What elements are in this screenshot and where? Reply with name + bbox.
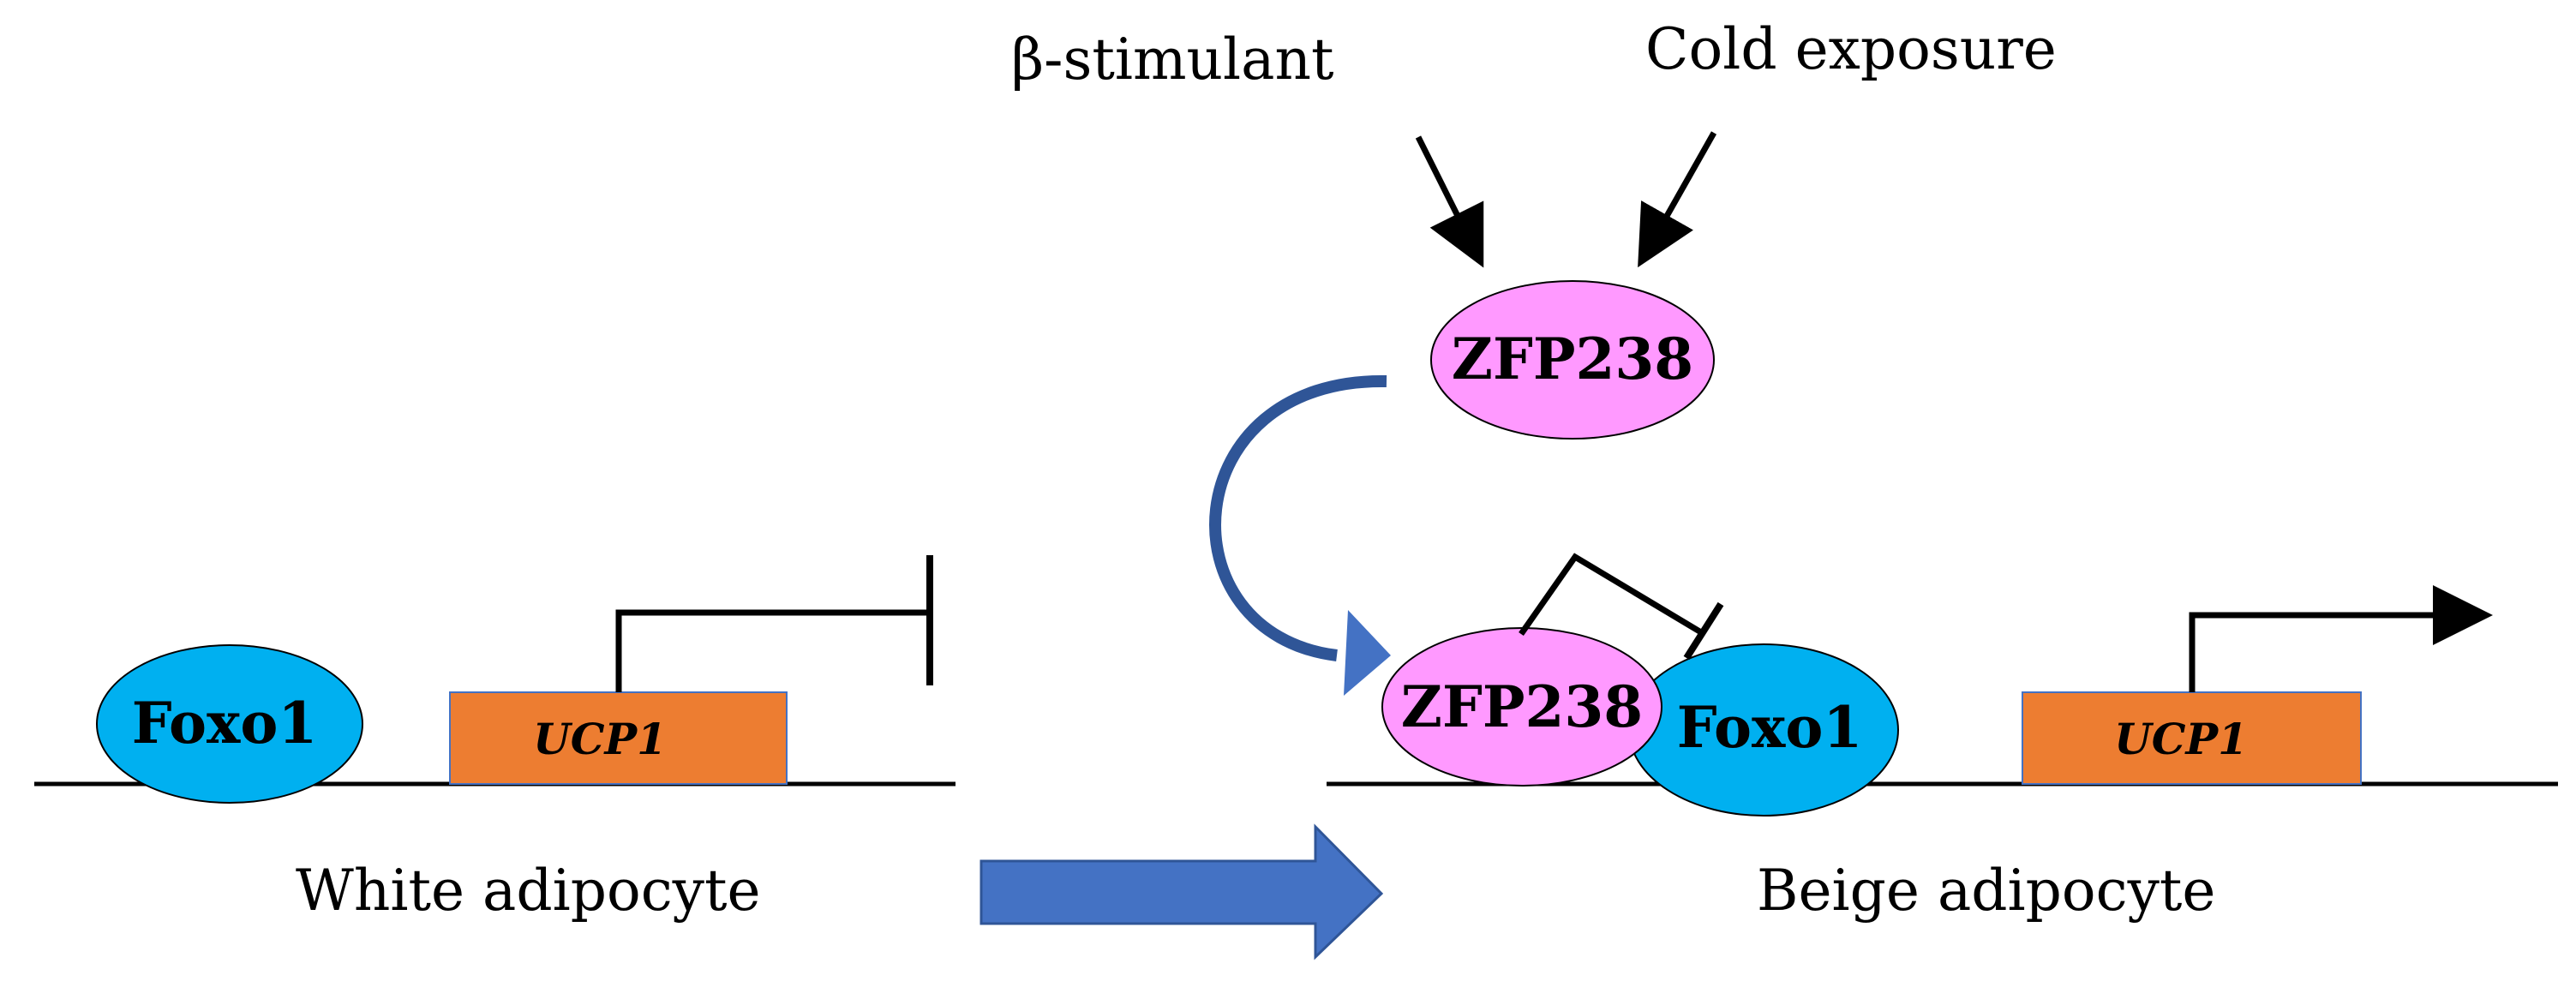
foxo1-label-beige: Foxo1 [1677, 694, 1863, 761]
zfp238-inhibits-foxo1 [1519, 553, 1703, 637]
white-adipocyte-label: White adipocyte [296, 858, 761, 924]
zfp238-label-top: ZFP238 [1452, 326, 1693, 392]
ucp1-label-beige: UCP1 [2114, 714, 2248, 764]
ucp1-blocked-promoter [615, 609, 930, 692]
cold-exposure-arrow [1638, 131, 1717, 268]
foxo1-inhibition-bar [1683, 601, 1724, 661]
ucp1-gene-box-white [449, 691, 788, 785]
conversion-arrow [979, 823, 1384, 960]
beta-stimulant-arrow [1415, 135, 1484, 268]
recruitment-arrowhead [1344, 610, 1391, 696]
ucp1-gene-box-beige [2022, 691, 2362, 785]
recruitment-curved-arrow [1209, 374, 1387, 661]
ucp1-active-promoter [2189, 585, 2493, 692]
zfp238-oval-top [1430, 280, 1715, 440]
beige-adipocyte-label: Beige adipocyte [1757, 858, 2215, 924]
foxo1-oval-white [96, 644, 363, 804]
beta-stimulant-label: β-stimulant [1011, 27, 1334, 93]
foxo1-label-white: Foxo1 [132, 690, 318, 757]
zfp238-label-bound: ZFP238 [1401, 673, 1643, 740]
ucp1-label-white: UCP1 [533, 714, 667, 764]
cold-exposure-label: Cold exposure [1645, 16, 2057, 82]
